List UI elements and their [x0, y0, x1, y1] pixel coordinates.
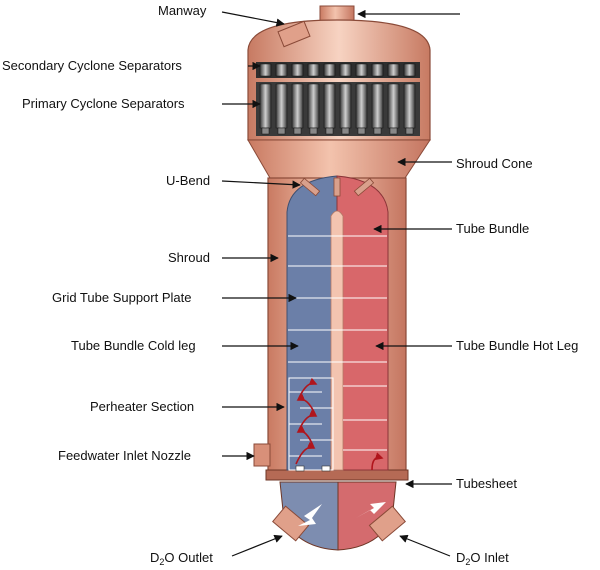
shroud-cone: [247, 139, 431, 179]
primary-cyclone: [307, 83, 320, 129]
primary-cyclone-base: [341, 127, 350, 135]
label-d2o-outlet: D2O Outlet: [150, 534, 283, 567]
primary-cyclone-base: [277, 127, 286, 135]
primary-cyclone: [355, 83, 368, 129]
secondary-cyclone: [291, 63, 304, 77]
primary-cyclone: [371, 83, 384, 129]
label-secondary-cyclone: Secondary Cyclone Separators: [2, 58, 261, 73]
label-hot-leg: Tube Bundle Hot Leg: [375, 338, 578, 353]
secondary-cyclone: [403, 63, 416, 77]
primary-cyclone: [403, 83, 416, 129]
primary-cyclone: [323, 83, 336, 129]
hot-leg-inlet-flow: [371, 452, 384, 471]
tube-bundle: [286, 175, 389, 472]
u-bend-baffle-right: [353, 177, 375, 197]
primary-cyclone-base: [389, 127, 398, 135]
primary-cyclone: [291, 83, 304, 129]
label-preheater: Perheater Section: [90, 399, 285, 414]
secondary-cyclone: [339, 63, 352, 77]
primary-cyclone: [275, 83, 288, 129]
primary-cyclone: [259, 83, 272, 129]
svg-text:D2O Outlet: D2O Outlet: [150, 550, 213, 567]
inlet-flow-arrow: [356, 502, 386, 518]
secondary-cyclone: [355, 63, 368, 77]
label-tube-bundle: Tube Bundle: [373, 221, 529, 236]
label-grid-plate: Grid Tube Support Plate: [52, 290, 297, 305]
svg-text:Secondary Cyclone Separators: Secondary Cyclone Separators: [2, 58, 182, 73]
svg-text:Tube Bundle: Tube Bundle: [456, 221, 529, 236]
tubesheet-band: [265, 469, 409, 481]
outlet-flow-arrow: [298, 504, 322, 526]
primary-cyclone-base: [373, 127, 382, 135]
preheater-flow-arrow: [296, 393, 317, 417]
preheater-flow-arrow: [297, 409, 318, 433]
label-shroud-cone: Shroud Cone: [397, 156, 533, 171]
secondary-cyclone: [275, 63, 288, 77]
outlet-nozzle: [272, 505, 310, 542]
cold-leg-region: [286, 175, 338, 471]
primary-cyclone-base: [293, 127, 302, 135]
preheater-flow-arrow: [297, 377, 318, 401]
tubesheet-detail-1: [295, 465, 305, 472]
label-u-bend: U-Bend: [166, 173, 301, 189]
secondary-cyclone: [307, 63, 320, 77]
svg-text:Shroud: Shroud: [168, 250, 210, 265]
svg-text:Manway: Manway: [158, 3, 207, 18]
feedwater-nozzle: [253, 443, 271, 467]
primary-cyclone-base: [405, 127, 414, 135]
svg-text:Shroud Cone: Shroud Cone: [456, 156, 533, 171]
label-d2o-inlet: D2O Inlet: [399, 534, 509, 567]
label-tubesheet: Tubesheet: [405, 476, 517, 491]
svg-text:Feedwater Inlet Nozzle: Feedwater Inlet Nozzle: [58, 448, 191, 463]
tubesheet-detail-2: [321, 465, 331, 472]
bundle-center-gap: [330, 210, 344, 471]
label-primary-cyclone: Primary Cyclone Separators: [22, 96, 261, 111]
hot-leg-region: [336, 175, 389, 471]
svg-text:Tube Bundle Hot Leg: Tube Bundle Hot Leg: [456, 338, 578, 353]
preheater-flow-arrow: [296, 425, 315, 449]
svg-text:Primary Cyclone Separators: Primary Cyclone Separators: [22, 96, 185, 111]
primary-cyclone-base: [325, 127, 334, 135]
u-bend-baffle-center: [333, 177, 341, 197]
secondary-cyclone: [323, 63, 336, 77]
u-bend-baffle-left: [299, 177, 321, 197]
svg-text:D2O Inlet: D2O Inlet: [456, 550, 509, 567]
svg-text:Tubesheet: Tubesheet: [456, 476, 517, 491]
label-feedwater: Feedwater Inlet Nozzle: [58, 448, 255, 463]
primary-cyclone-base: [357, 127, 366, 135]
primary-cyclone-row: [256, 82, 420, 136]
label-manway: Manway: [158, 3, 460, 27]
svg-text:Perheater Section: Perheater Section: [90, 399, 194, 414]
secondary-cyclone: [371, 63, 384, 77]
secondary-cyclone: [387, 63, 400, 77]
primary-cyclone-base: [309, 127, 318, 135]
primary-cyclone: [339, 83, 352, 129]
svg-text:Grid Tube Support Plate: Grid Tube Support Plate: [52, 290, 191, 305]
svg-text:Tube Bundle Cold leg: Tube Bundle Cold leg: [71, 338, 196, 353]
label-shroud: Shroud: [168, 250, 279, 265]
primary-cyclone: [387, 83, 400, 129]
secondary-cyclone-row: [256, 62, 420, 78]
label-cold-leg: Tube Bundle Cold leg: [71, 338, 299, 353]
primary-cyclone-base: [261, 127, 270, 135]
preheater-flow-arrow: [295, 441, 316, 465]
svg-text:U-Bend: U-Bend: [166, 173, 210, 188]
inlet-nozzle: [368, 505, 406, 542]
secondary-cyclone: [259, 63, 272, 77]
manway-nozzle: [277, 20, 311, 48]
